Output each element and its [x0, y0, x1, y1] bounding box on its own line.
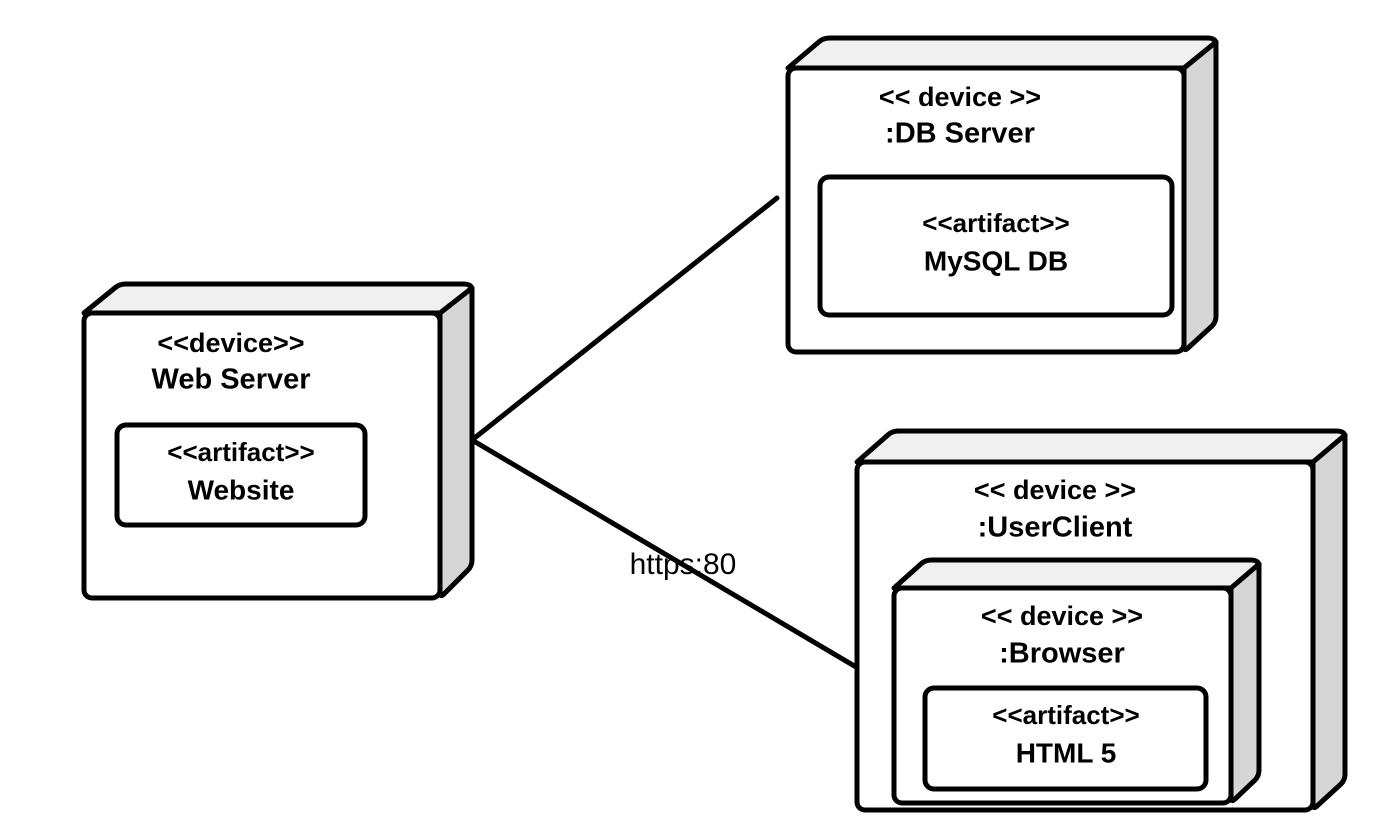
node-web-server-name: Web Server [151, 364, 310, 396]
node-db-server-top-face [785, 35, 1219, 71]
node-web-server-stereotype: <<device>> [157, 328, 304, 358]
node-db-server-name: :DB Server [885, 118, 1035, 150]
artifact-mysql-db-box [817, 174, 1175, 318]
node-db-server[interactable]: << device >> :DB Server <<artifact>> MyS… [785, 35, 1219, 355]
node-browser-side-face [1228, 561, 1262, 804]
node-db-server-side-face [1181, 39, 1219, 353]
artifact-html5-name: HTML 5 [1016, 737, 1117, 768]
artifact-website-name: Website [188, 474, 295, 505]
artifact-html5-box [922, 685, 1209, 792]
artifact-mysql-db[interactable]: <<artifact>> MySQL DB [817, 174, 1175, 318]
node-user-client-top-face [854, 428, 1348, 465]
artifact-website-box [114, 422, 368, 528]
node-web-server[interactable]: <<device>> Web Server <<artifact>> Websi… [81, 281, 475, 601]
artifact-website-stereotype: <<artifact>> [167, 437, 314, 467]
node-user-client-stereotype: << device >> [974, 475, 1136, 505]
node-browser-top-face [891, 557, 1262, 591]
artifact-mysql-db-name: MySQL DB [924, 245, 1068, 276]
connection-web-server-to-user-client[interactable] [469, 437, 898, 693]
node-browser[interactable]: << device >> :Browser <<artifact>> HTML … [891, 557, 1262, 806]
connection-label-https-80: https:80 [630, 548, 737, 581]
node-db-server-stereotype: << device >> [879, 82, 1041, 112]
connection-web-server-to-db-server[interactable] [469, 195, 780, 443]
node-browser-stereotype: << device >> [981, 601, 1143, 631]
node-user-client[interactable]: << device >> :UserClient << device >> :B… [854, 428, 1348, 813]
node-web-server-side-face [437, 285, 475, 599]
node-user-client-side-face [1310, 432, 1348, 811]
artifact-website[interactable]: <<artifact>> Website [114, 422, 368, 528]
artifact-mysql-db-stereotype: <<artifact>> [922, 208, 1069, 238]
node-web-server-top-face [81, 281, 475, 316]
artifact-html5[interactable]: <<artifact>> HTML 5 [922, 685, 1209, 792]
artifact-html5-stereotype: <<artifact>> [992, 700, 1139, 730]
node-browser-name: :Browser [999, 638, 1125, 670]
node-user-client-name: :UserClient [978, 512, 1133, 544]
